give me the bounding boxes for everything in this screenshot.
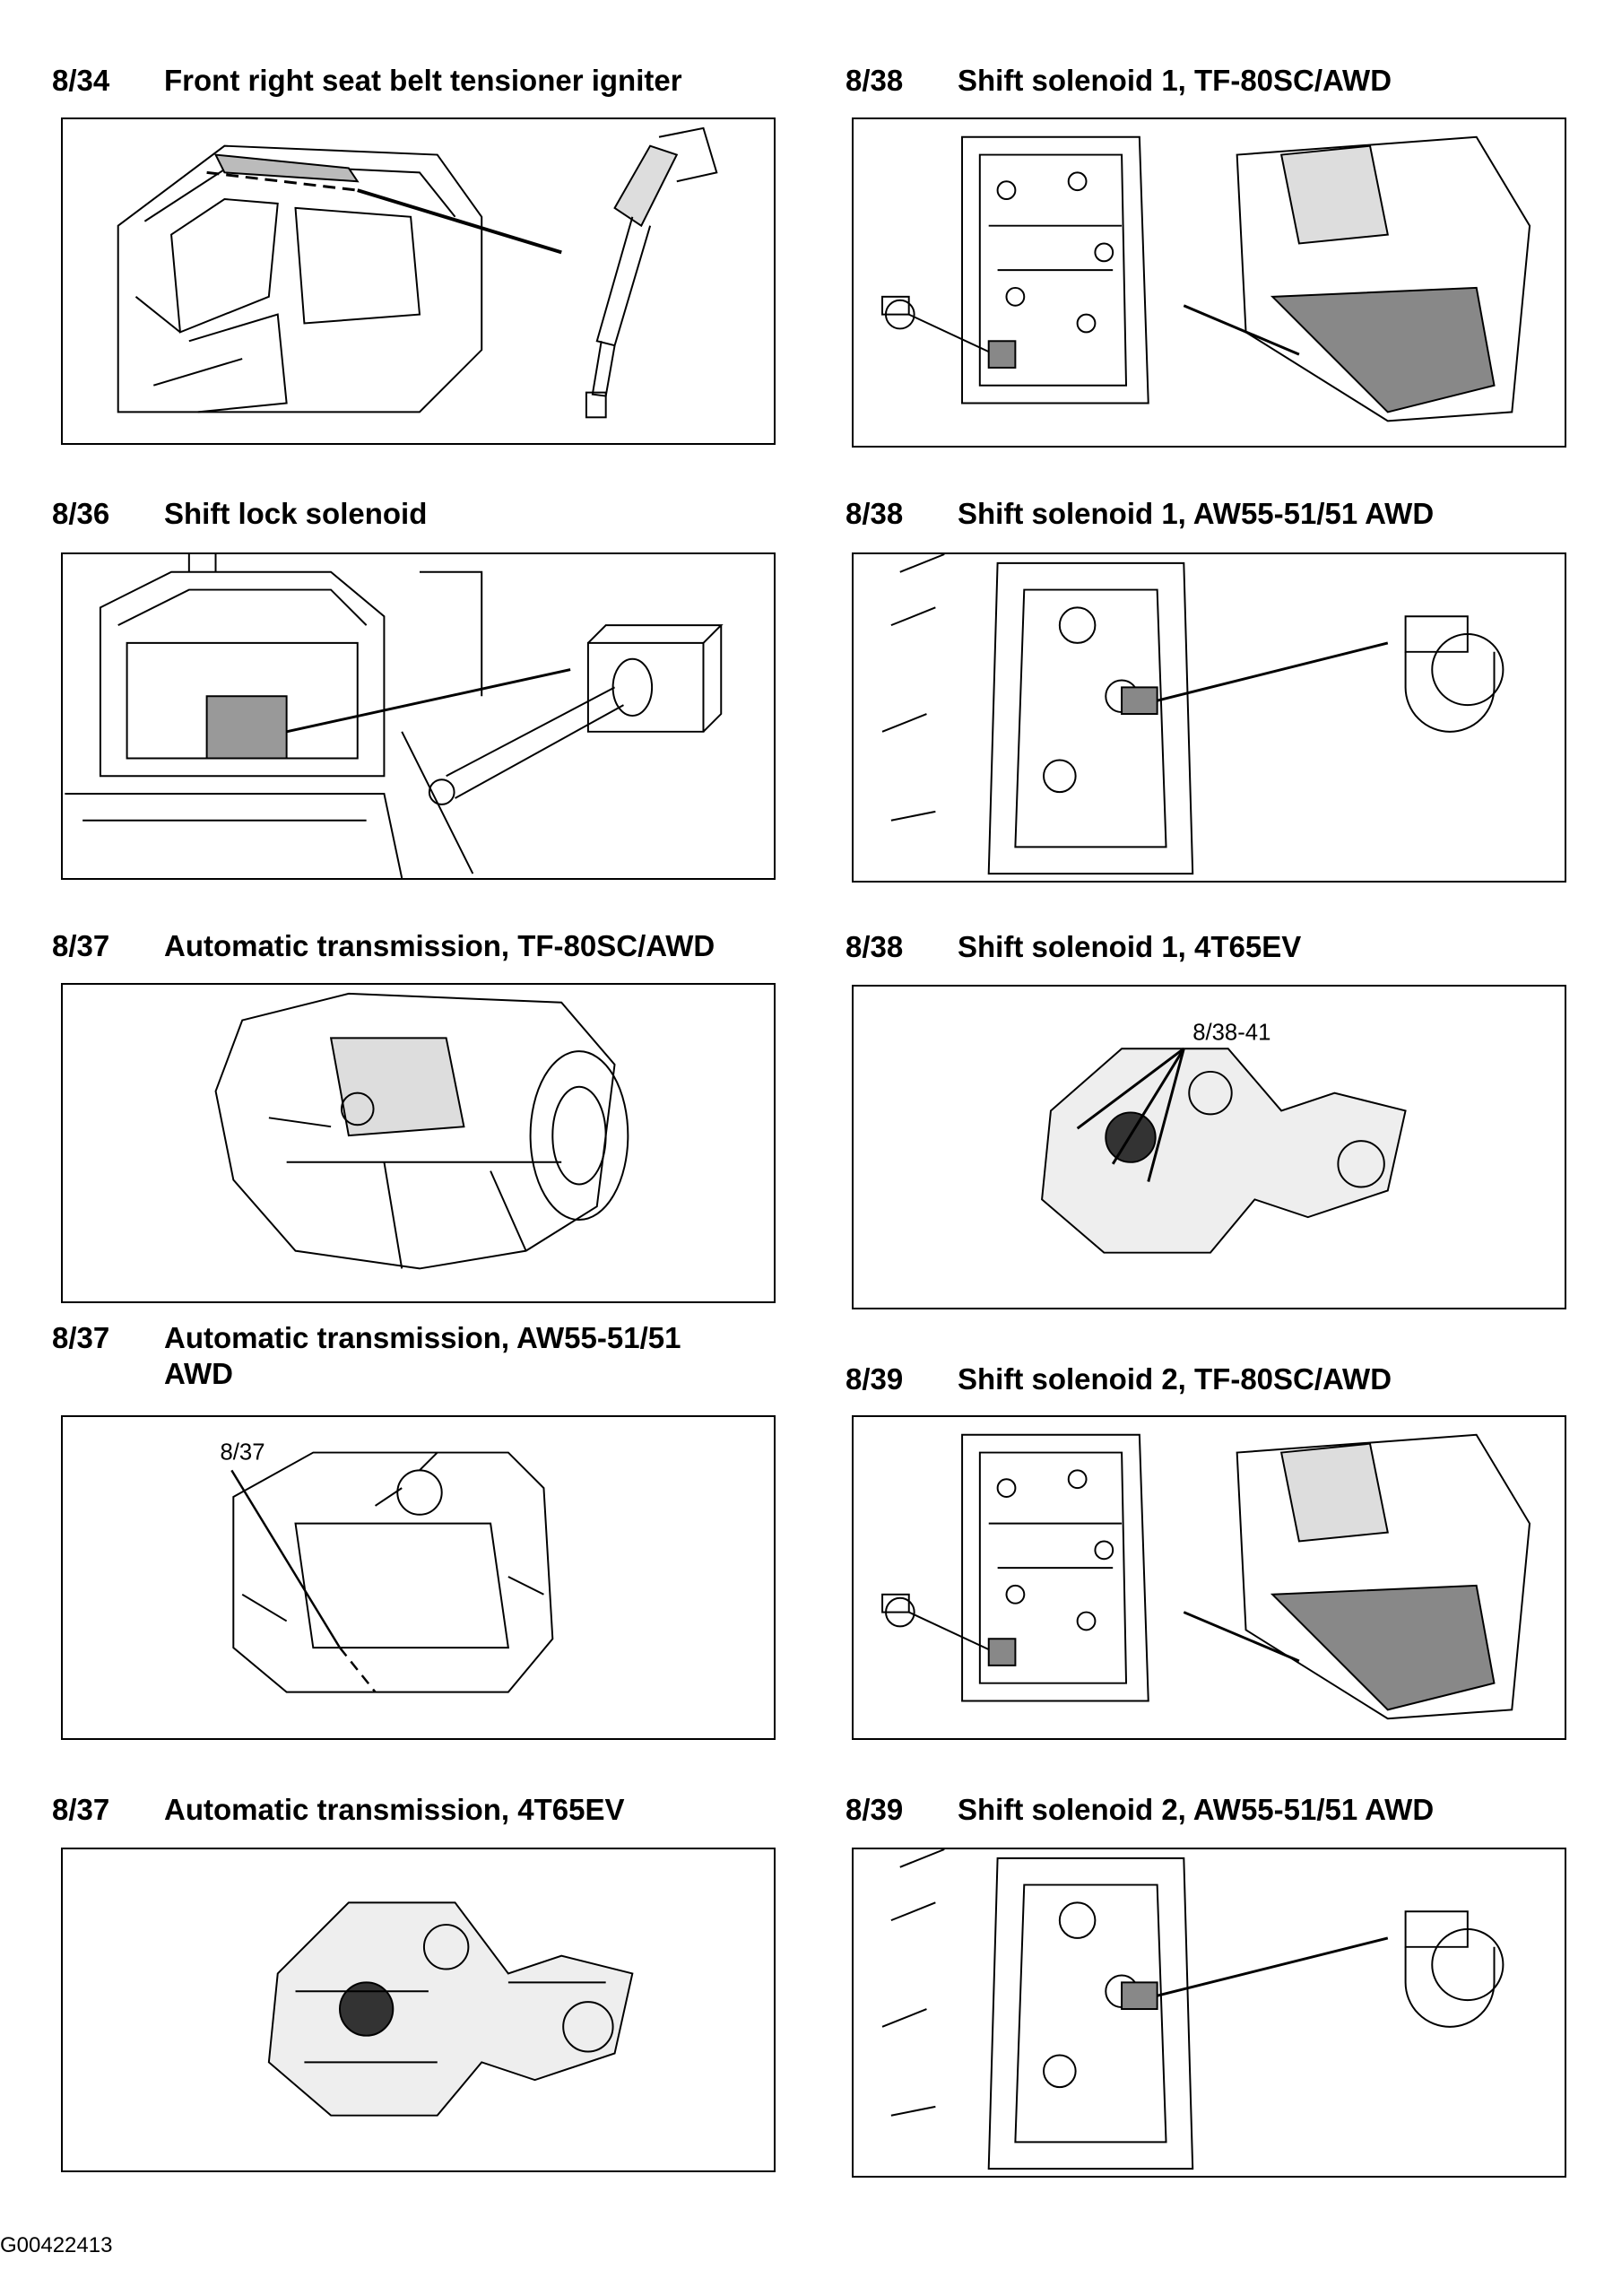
figure-title: Shift lock solenoid	[164, 497, 428, 530]
figure-number: 8/36	[52, 497, 110, 530]
figure-number: 8/39	[846, 1362, 904, 1396]
figure-number: 8/38	[846, 64, 904, 97]
figure-title: Shift solenoid 1, TF-80SC/AWD	[958, 64, 1392, 97]
valve-body-tf80-drawing-2	[881, 1433, 1531, 1720]
illustration-shift-solenoid-1-aw55	[852, 552, 1566, 883]
shift-lock-drawing	[65, 554, 724, 878]
figure-title: Shift solenoid 1, 4T65EV	[958, 930, 1302, 963]
illustration-shift-solenoid-2-tf80	[852, 1415, 1566, 1740]
valve-body-tf80-drawing	[881, 135, 1531, 422]
figure-title: Shift solenoid 2, AW55-51/51 AWD	[958, 1793, 1435, 1826]
transmission-4t65-drawing	[267, 1901, 634, 2117]
illustration-shift-lock-solenoid	[61, 552, 776, 880]
figure-number: 8/34	[52, 64, 110, 97]
illustration-shift-solenoid-1-4t65: 8/38-41	[852, 985, 1566, 1309]
figure-title: Automatic transmission, AW55-51/51	[164, 1321, 681, 1354]
figure-number: 8/38	[846, 930, 904, 963]
transmission-aw55-drawing: 8/37	[220, 1439, 554, 1693]
figure-number: 8/37	[52, 1793, 110, 1826]
illustration-shift-solenoid-1-tf80	[852, 117, 1566, 448]
valve-body-aw55-drawing-2	[881, 1849, 1505, 2170]
figure-title: Automatic transmission, 4T65EV	[164, 1793, 625, 1826]
callout-label: 8/38-41	[1192, 1020, 1270, 1045]
illustration-transmission-tf80	[61, 983, 776, 1303]
transmission-tf80-drawing	[214, 992, 629, 1270]
transmission-4t65-callout-drawing: 8/38-41	[1041, 1020, 1407, 1254]
callout-label: 8/37	[220, 1439, 264, 1465]
figure-title-line2: AWD	[164, 1357, 233, 1390]
illustration-transmission-4t65	[61, 1848, 776, 2172]
document-code: G00422413	[0, 2233, 113, 2257]
figure-number: 8/39	[846, 1793, 904, 1826]
car-interior-drawing	[117, 126, 718, 419]
illustration-transmission-aw55: 8/37	[61, 1415, 776, 1740]
valve-body-aw55-drawing	[881, 554, 1505, 875]
figure-title: Automatic transmission, TF-80SC/AWD	[164, 929, 715, 962]
figure-title: Front right seat belt tensioner igniter	[164, 64, 682, 97]
illustration-seat-belt-tensioner	[61, 117, 776, 445]
illustration-shift-solenoid-2-aw55	[852, 1848, 1566, 2178]
figure-title: Shift solenoid 1, AW55-51/51 AWD	[958, 497, 1435, 530]
figure-title: Shift solenoid 2, TF-80SC/AWD	[958, 1362, 1392, 1396]
figure-number: 8/37	[52, 1321, 110, 1354]
figure-number: 8/38	[846, 497, 904, 530]
figure-number: 8/37	[52, 929, 110, 962]
